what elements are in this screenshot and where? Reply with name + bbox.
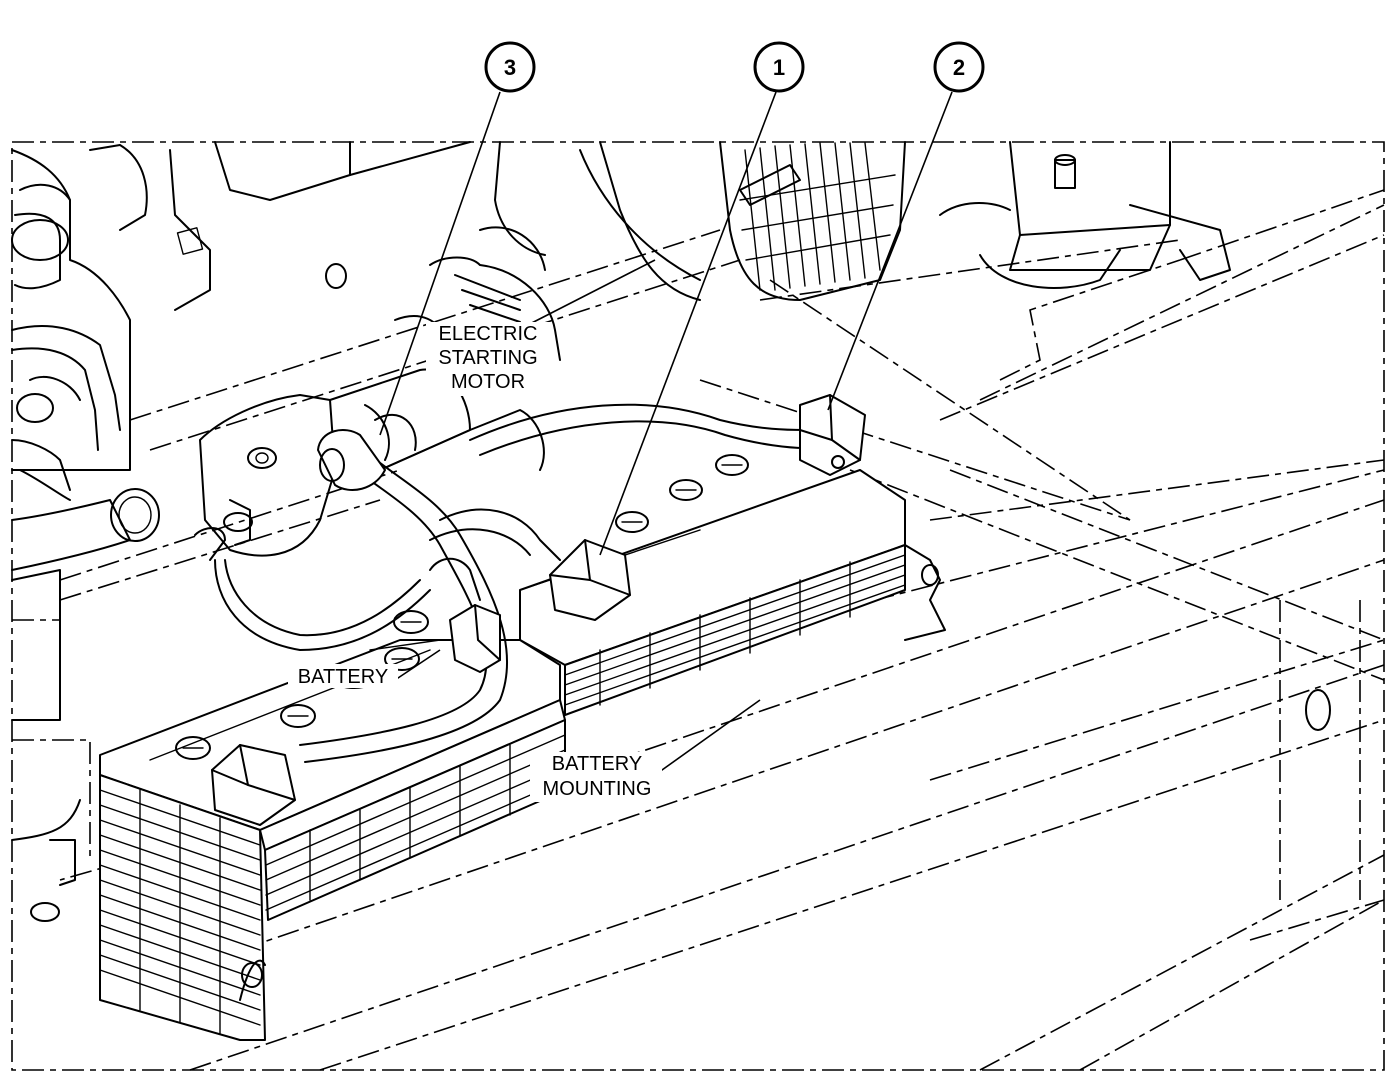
- callout-3: 3: [484, 41, 536, 93]
- callout-2-number: 2: [953, 55, 965, 80]
- engine-background: [11, 141, 1231, 922]
- mounting-label-line-2: MOUNTING: [543, 778, 652, 800]
- starter-label-line-3: MOTOR: [451, 371, 525, 393]
- starter-label-line-1: ELECTRIC: [439, 323, 538, 345]
- callout-1-number: 1: [773, 55, 785, 80]
- label-battery: BATTERY: [288, 664, 398, 688]
- view-boundary: [11, 141, 1385, 1071]
- terminal-boots: [211, 394, 866, 826]
- callout-3-number: 3: [504, 55, 516, 80]
- starter-label-line-2: STARTING: [438, 347, 537, 369]
- callout-leaders: [379, 91, 953, 776]
- battery-front: [99, 610, 566, 1041]
- mounting-label-line-1: BATTERY: [552, 753, 642, 775]
- fan-grille: [739, 142, 896, 291]
- callout-1: 1: [753, 41, 805, 93]
- battery-rear: [519, 454, 946, 716]
- label-battery-mounting: BATTERY MOUNTING: [530, 752, 662, 802]
- label-electric-starting-motor: ELECTRIC STARTING MOTOR: [426, 322, 550, 396]
- battery-label: BATTERY: [298, 666, 388, 688]
- callout-2: 2: [933, 41, 985, 93]
